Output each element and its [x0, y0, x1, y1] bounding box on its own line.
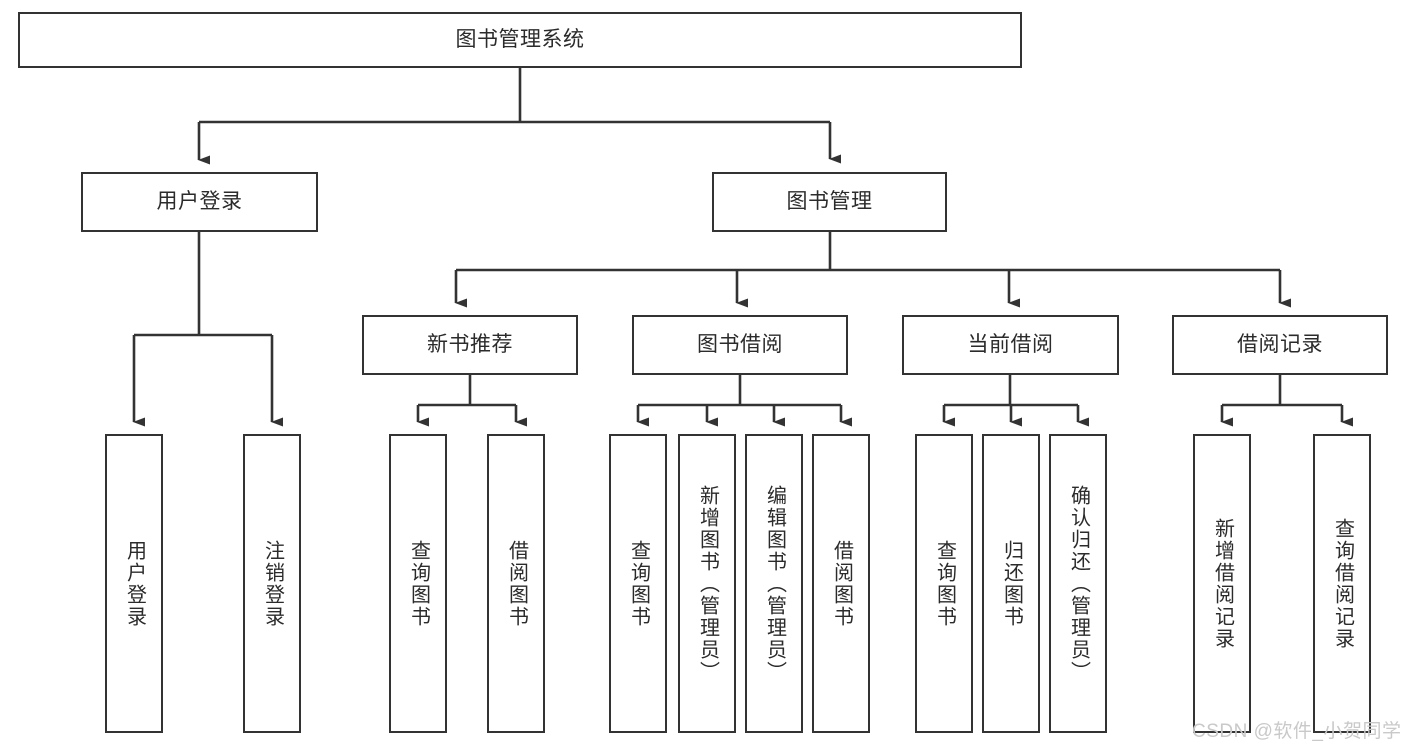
- leaf-borrow-edit-book-admin[interactable]: 编辑图书（管理员）: [745, 434, 803, 733]
- leaf-borrow-add-book-admin[interactable]: 新增图书（管理员）: [678, 434, 736, 733]
- node-label: 查询图书: [627, 539, 650, 628]
- leaf-recommend-query-book[interactable]: 查询图书: [389, 434, 447, 733]
- node-label: 查询借阅记录: [1331, 517, 1354, 650]
- node-book-borrow[interactable]: 图书借阅: [632, 315, 848, 375]
- node-new-book-recommend[interactable]: 新书推荐: [362, 315, 578, 375]
- node-label: 图书管理系统: [455, 28, 585, 52]
- node-label: 编辑图书（管理员）: [763, 484, 786, 683]
- leaf-borrow-query-book[interactable]: 查询图书: [609, 434, 667, 733]
- leaf-record-query-record[interactable]: 查询借阅记录: [1313, 434, 1371, 733]
- node-label: 查询图书: [933, 539, 956, 628]
- node-label: 归还图书: [1000, 539, 1023, 628]
- node-label: 新增图书（管理员）: [696, 484, 719, 683]
- leaf-current-query-book[interactable]: 查询图书: [915, 434, 973, 733]
- node-label: 当前借阅: [967, 333, 1054, 357]
- node-label: 图书借阅: [697, 333, 783, 357]
- leaf-user-login-signin[interactable]: 用户登录: [105, 434, 163, 733]
- node-label: 借阅记录: [1237, 333, 1323, 357]
- node-borrow-record[interactable]: 借阅记录: [1172, 315, 1388, 375]
- node-label: 注销登录: [261, 539, 284, 628]
- leaf-user-login-signout[interactable]: 注销登录: [243, 434, 301, 733]
- node-label: 新增借阅记录: [1211, 517, 1234, 650]
- node-label: 用户登录: [156, 190, 243, 214]
- csdn-watermark: CSDN @软件_小贺同学: [1192, 721, 1402, 742]
- leaf-current-return-book[interactable]: 归还图书: [982, 434, 1040, 733]
- node-label: 用户登录: [123, 539, 146, 628]
- node-label: 借阅图书: [830, 539, 853, 628]
- node-label: 新书推荐: [427, 333, 513, 357]
- leaf-current-confirm-return-admin[interactable]: 确认归还（管理员）: [1049, 434, 1107, 733]
- node-root-system[interactable]: 图书管理系统: [18, 12, 1022, 68]
- node-label: 查询图书: [407, 539, 430, 628]
- leaf-recommend-borrow-book[interactable]: 借阅图书: [487, 434, 545, 733]
- node-label: 借阅图书: [505, 539, 528, 628]
- node-label: 确认归还（管理员）: [1067, 484, 1090, 683]
- leaf-borrow-borrow-book[interactable]: 借阅图书: [812, 434, 870, 733]
- leaf-record-add-record[interactable]: 新增借阅记录: [1193, 434, 1251, 733]
- node-user-login[interactable]: 用户登录: [81, 172, 318, 232]
- node-current-borrow[interactable]: 当前借阅: [902, 315, 1119, 375]
- node-label: 图书管理: [786, 190, 873, 214]
- node-book-management[interactable]: 图书管理: [712, 172, 947, 232]
